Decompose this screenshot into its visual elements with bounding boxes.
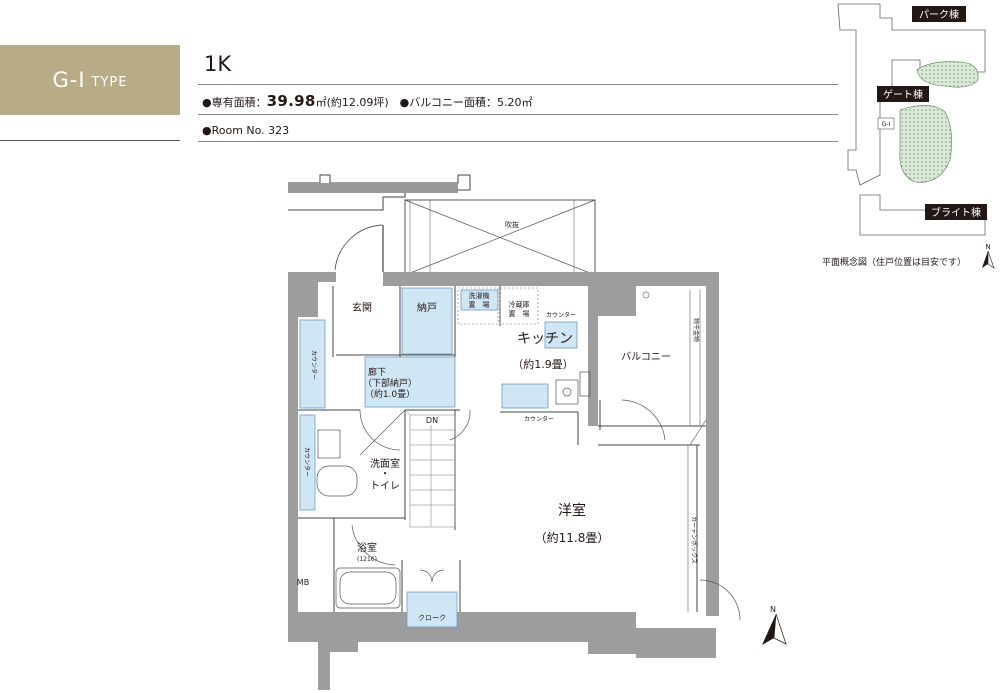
- private-area-value: 39.98: [266, 92, 316, 110]
- drying-rack-label: 物干金物: [692, 318, 700, 342]
- svg-text:N: N: [985, 243, 990, 251]
- park-courtyard-shape: [916, 61, 979, 88]
- balcony-rails: [642, 290, 707, 612]
- yoshitsu-area-label: （約11.8畳）: [535, 530, 610, 545]
- counter-label-top: カウンター: [546, 311, 576, 319]
- reizoko-label-2: 置 場: [509, 309, 530, 318]
- room-number: ●Room No. 323: [202, 124, 290, 137]
- header-divider-1: [198, 84, 838, 85]
- left-divider: [0, 140, 180, 141]
- key-plan-caption: 平面概念図（住戸位置は目安です）: [822, 258, 967, 268]
- curtain-box-label: カーテンボックス: [690, 516, 698, 564]
- senmen-label-2: ・: [380, 469, 390, 480]
- park-building-label-bg: [912, 6, 966, 22]
- park-building-label: パーク棟: [919, 8, 959, 21]
- fukinuke-label: 吹抜: [505, 220, 519, 229]
- svg-text:N: N: [770, 605, 776, 614]
- header-divider-3: [198, 141, 838, 142]
- plan-type: 1K: [204, 52, 232, 76]
- interior-walls: [298, 286, 706, 612]
- rouka-label-1: 廊下: [368, 366, 386, 378]
- gate-building-label: ゲート棟: [883, 88, 923, 101]
- unit-marker-box: [877, 117, 895, 130]
- entry-door-swing: [334, 224, 384, 271]
- private-area-unit: ㎡: [315, 96, 327, 109]
- mb-label: MB: [297, 578, 309, 587]
- structural-walls: [288, 272, 719, 690]
- key-plan-north-arrow: N: [982, 243, 995, 269]
- door-swings: [351, 399, 741, 621]
- kitchen-area-label: （約1.9畳）: [512, 357, 574, 371]
- plan-north-arrow: N: [762, 605, 787, 645]
- staircase: [404, 409, 456, 528]
- unit-type-code: G-I: [52, 68, 86, 92]
- genkan-label: 玄関: [352, 301, 372, 314]
- counter-label-kitchen: カウンター: [524, 415, 554, 423]
- unit-type-suffix: TYPE: [91, 75, 128, 90]
- unit-marker-label: G-I: [882, 121, 891, 128]
- area-info: ●専有面積：39.98㎡(約12.09坪) ●バルコニー面積：5.20㎡: [202, 92, 533, 110]
- yoshitsu-label: 洋室: [558, 502, 586, 519]
- balcony-label: バルコニー: [621, 351, 671, 363]
- bright-building-label: ブライト棟: [931, 206, 981, 219]
- counter-label-washroom: カウンター: [303, 447, 311, 477]
- storage-fills: [299, 287, 578, 628]
- key-plan: パーク棟 ゲート棟 ブライト棟 G-I N: [837, 3, 995, 269]
- private-area-label: ●専有面積：: [202, 96, 267, 109]
- unit-type-badge: G-I TYPE: [0, 45, 180, 115]
- gate-courtyard-shape: [899, 105, 952, 183]
- rouka-label-2: （下部納戸）: [363, 377, 417, 389]
- bath-fixtures: [316, 371, 591, 609]
- closet-label: クローク: [418, 614, 446, 622]
- header-divider-2: [198, 114, 838, 115]
- kitchen-label: キッチン: [517, 331, 573, 347]
- fukinuke-void: 吹抜: [288, 174, 596, 276]
- bright-building-label-bg: [925, 204, 987, 220]
- senmen-label-1: 洗面室: [370, 457, 400, 470]
- outlines-dashed: [457, 287, 539, 325]
- private-area-tsubo: (約12.09坪): [326, 96, 389, 109]
- rouka-label-3: （約1.0畳）: [365, 388, 415, 400]
- sentaku-label-2: 置 場: [469, 300, 490, 309]
- yokushitsu-size-label: (1216): [357, 556, 377, 563]
- counter-label-entrance: カウンター: [310, 350, 318, 380]
- gate-building-label-bg: [877, 86, 929, 102]
- stair-dn-label: DN: [426, 416, 438, 425]
- balcony-area: ●バルコニー面積：5.20㎡: [399, 96, 533, 109]
- nando-label: 納戸: [417, 301, 437, 314]
- sentaku-label-1: 洗濯機: [469, 291, 490, 300]
- reizoko-label-1: 冷蔵庫: [509, 300, 530, 309]
- senmen-label-3: トイレ: [370, 481, 400, 492]
- yokushitsu-label: 浴室: [357, 541, 377, 554]
